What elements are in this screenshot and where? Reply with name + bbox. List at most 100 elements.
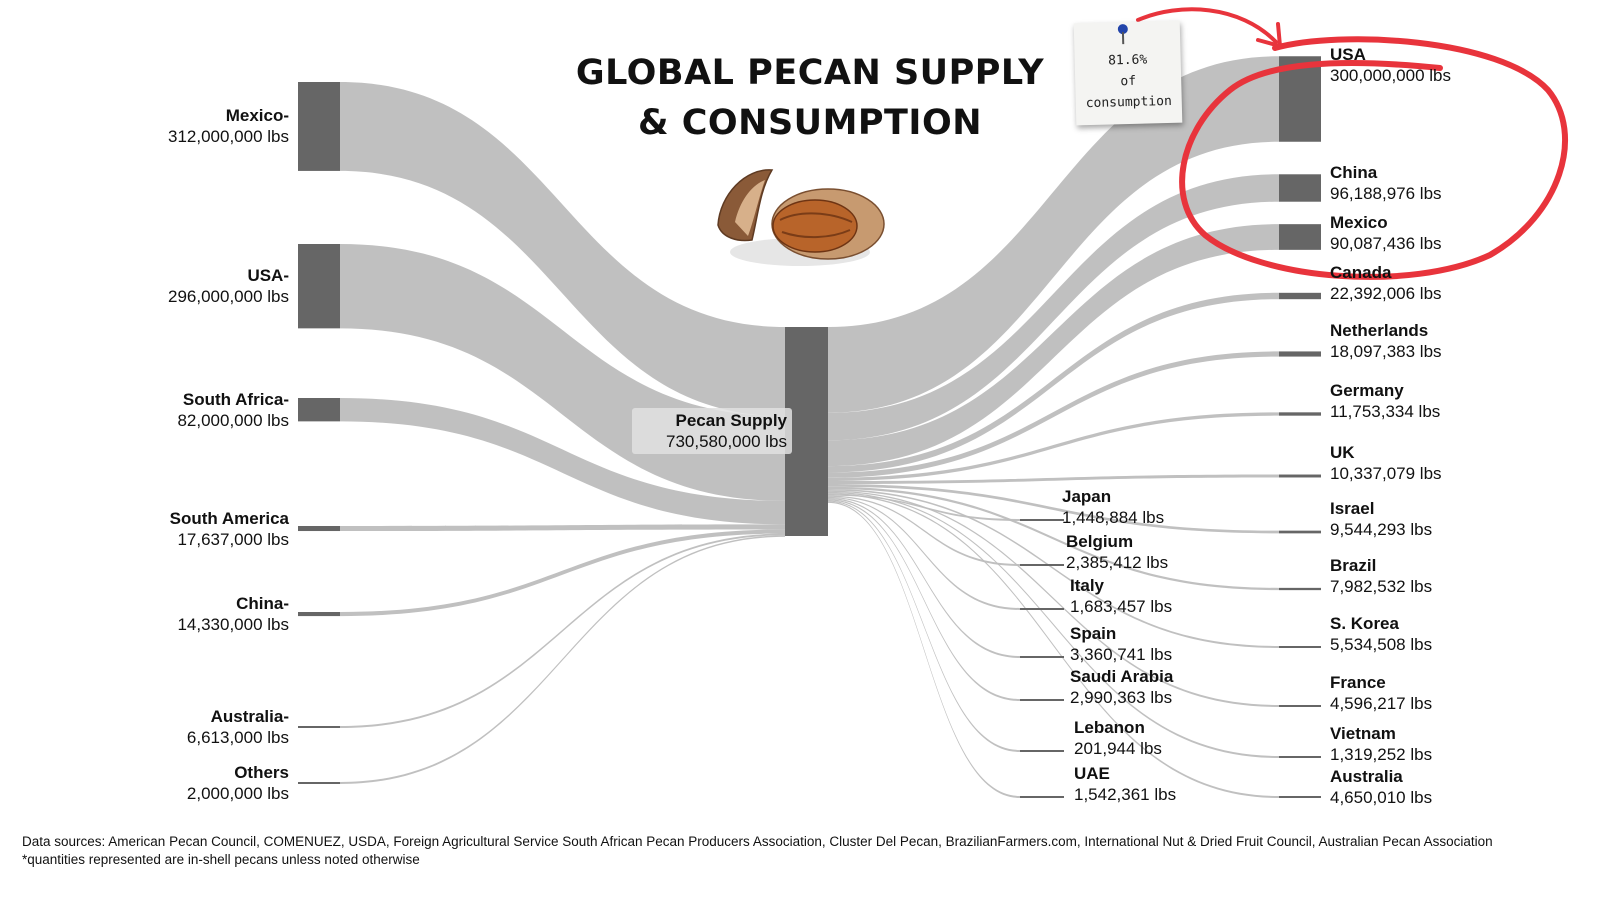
- target-name: Belgium: [1066, 532, 1134, 551]
- flow-to-spain: [828, 498, 1020, 658]
- target-value: 7,982,532 lbs: [1330, 577, 1433, 596]
- arrow-curve: [1136, 7, 1278, 44]
- target-node-lebanon: [1020, 750, 1064, 752]
- target-name: Japan: [1062, 487, 1112, 506]
- source-name: Australia-: [210, 707, 289, 726]
- flow-to-usa: [828, 56, 1279, 413]
- flow-china: [340, 529, 785, 617]
- source-name: Mexico-: [225, 106, 289, 126]
- target-node-germany: [1279, 412, 1321, 416]
- highlight-circle: [1179, 36, 1568, 280]
- target-value: 2,385,412 lbs: [1066, 553, 1169, 572]
- source-node-south-africa: [298, 398, 340, 422]
- footer: Data sources: American Pecan Council, CO…: [22, 833, 1493, 869]
- source-value: 296,000,000 lbs: [168, 287, 289, 307]
- source-label-usa: USA-296,000,000 lbs: [168, 265, 289, 307]
- source-label-south-africa: South Africa-82,000,000 lbs: [177, 389, 289, 431]
- source-node-south-america: [298, 526, 340, 532]
- chart-title-line2: & CONSUMPTION: [638, 103, 982, 143]
- note-line3: consumption: [1085, 93, 1173, 112]
- source-name: South America: [169, 508, 289, 528]
- source-value: 17,637,000 lbs: [177, 529, 289, 549]
- target-name: UK: [1330, 443, 1355, 462]
- footer-note: *quantities represented are in-shell pec…: [22, 852, 420, 867]
- target-node-s-korea: [1279, 646, 1321, 648]
- target-name: Israel: [1330, 499, 1375, 518]
- flow-to-italy: [828, 496, 1020, 610]
- pecan-nut-photo: [717, 169, 885, 266]
- source-name: Others: [234, 763, 289, 782]
- flow-to-uae: [828, 501, 1020, 798]
- pecan-shell-inner: [735, 180, 765, 236]
- flow-to-saudi-arabia: [828, 499, 1020, 701]
- decoration-layer: [717, 7, 1568, 280]
- target-value: 201,944 lbs: [1074, 739, 1162, 758]
- source-value: 312,000,000 lbs: [168, 127, 289, 147]
- chart-title: GLOBAL PECAN SUPPLY & CONSUMPTION: [560, 48, 1060, 148]
- target-node-france: [1279, 705, 1321, 707]
- flow-to-brazil: [828, 486, 1279, 591]
- flow-to-australia: [828, 493, 1279, 798]
- target-node-mexico: [1279, 224, 1321, 250]
- target-name: Vietnam: [1330, 724, 1396, 743]
- target-label-lebanon: Lebanon 201,944 lbs: [1074, 717, 1162, 759]
- target-node-vietnam: [1279, 756, 1321, 758]
- center-node-value: 730,580,000 lbs: [666, 432, 787, 451]
- flow-australia: [340, 533, 785, 728]
- target-value: 4,650,010 lbs: [1330, 788, 1433, 807]
- source-name: South Africa-: [182, 389, 289, 409]
- target-value: 22,392,006 lbs: [1330, 284, 1442, 303]
- target-label-belgium: Belgium 2,385,412 lbs: [1066, 531, 1168, 573]
- target-node-belgium: [1020, 564, 1064, 566]
- source-node-others: [298, 782, 340, 784]
- footer-sources: Data sources: American Pecan Council, CO…: [22, 834, 1493, 849]
- flow-to-uk: [828, 474, 1279, 485]
- flow-mexico: [340, 82, 785, 417]
- target-value: 3,360,741 lbs: [1070, 645, 1173, 664]
- target-name: UAE: [1074, 764, 1110, 783]
- flow-to-japan: [828, 494, 1020, 521]
- target-name: S. Korea: [1330, 614, 1399, 633]
- flow-others: [340, 535, 785, 784]
- target-value: 90,087,436 lbs: [1330, 234, 1442, 254]
- target-name: Lebanon: [1074, 718, 1145, 737]
- flow-to-china: [828, 174, 1279, 441]
- target-node-saudi-arabia: [1020, 699, 1064, 701]
- source-value: 82,000,000 lbs: [177, 410, 289, 430]
- target-value: 1,683,457 lbs: [1070, 597, 1173, 616]
- target-label-australia: Australia 4,650,010 lbs: [1330, 766, 1432, 808]
- target-name: Australia: [1330, 767, 1403, 786]
- source-value: 2,000,000 lbs: [186, 784, 289, 803]
- note-line1: 81.6%: [1107, 52, 1148, 69]
- center-node-label: Pecan Supply 730,580,000 lbs: [632, 408, 792, 454]
- target-name: Germany: [1330, 381, 1404, 400]
- flow-to-vietnam: [828, 491, 1279, 758]
- target-value: 96,188,976 lbs: [1330, 184, 1442, 204]
- source-name: China-: [236, 594, 289, 614]
- target-node-canada: [1279, 292, 1321, 300]
- flow-to-s-korea: [828, 489, 1279, 648]
- chart-title-line1: GLOBAL PECAN SUPPLY: [575, 53, 1045, 93]
- target-node-australia: [1279, 796, 1321, 798]
- target-label-uk: UK 10,337,079 lbs: [1330, 442, 1442, 484]
- source-node-china: [298, 612, 340, 617]
- flow-to-netherlands: [828, 351, 1279, 478]
- target-value: 18,097,383 lbs: [1330, 342, 1442, 361]
- target-node-italy: [1020, 608, 1064, 610]
- flow-to-germany: [828, 412, 1279, 482]
- center-node-pecan-supply: [785, 327, 828, 536]
- flow-south-africa: [340, 398, 785, 525]
- target-node-israel: [1279, 530, 1321, 534]
- source-label-australia: Australia-6,613,000 lbs: [187, 706, 289, 748]
- target-value: 10,337,079 lbs: [1330, 464, 1442, 483]
- flow-south-america: [340, 524, 785, 532]
